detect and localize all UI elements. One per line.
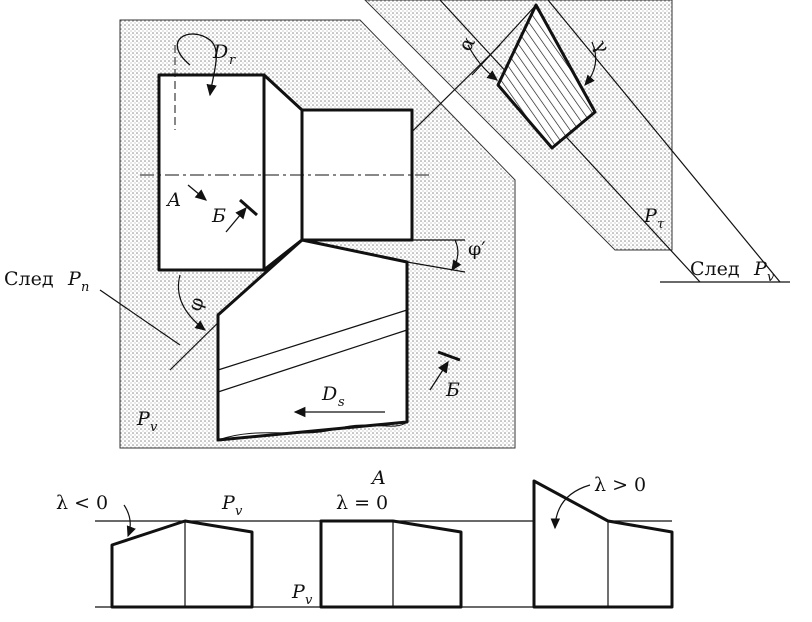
tool-lambda-zero [319,519,463,609]
label-pv-bottom-top-letter: P [221,492,236,514]
b-section-mark-top [239,198,258,217]
trace-line-pv-2 [547,0,781,283]
alpha-arc [467,44,498,81]
label-lambda-neg: λ < 0 [56,492,108,514]
label-b-top: Б [211,205,226,227]
b-section-arrow-top [225,207,247,233]
label-pv-main-letter: P [136,408,151,430]
label-pv-bottom-top-sub: v [235,504,243,519]
label-trace-pn-word: След [4,268,54,290]
label-trace-pn-sub: n [81,280,89,295]
label-ds: D [321,383,337,405]
label-lambda-pos: λ > 0 [594,474,646,496]
label-view-a: A [370,467,386,489]
label-dr-sub: r [229,53,236,68]
phi-arc [177,274,206,331]
trace-line-pv [439,0,701,283]
label-ptau-sub: τ [657,217,665,232]
tool-shank [157,73,266,272]
tool-cutting-edge [263,238,303,272]
label-pv-main-sub: v [150,420,158,435]
label-ds-sub: s [338,395,345,410]
b-section-mark-bottom [437,350,461,362]
alpha-ref-line [471,4,537,76]
workpiece-groove-2 [217,329,408,393]
gamma-arc [584,41,597,86]
label-a-arrow: А [165,189,181,211]
phi-prime-arc [451,239,462,271]
label-trace-pn-letter: P [67,268,82,290]
tool-lambda-negative [110,519,254,609]
tool-lambda-positive [532,479,674,609]
a-view-arrow [187,184,207,201]
lambda-negative-arc [123,504,136,538]
dr-rotation-arrow [176,33,217,97]
lambda-positive-arc [550,484,591,530]
workpiece-break-line [217,421,408,441]
label-phi-prime: φ′ [468,238,486,260]
label-b-bottom: Б [445,379,460,401]
workpiece-groove-1 [217,309,408,371]
label-trace-pv-sub: v [767,270,775,285]
tool-neck [262,73,304,272]
label-pv-bottom-low-sub: v [305,593,313,608]
trace-pn-leader [99,289,181,346]
label-lambda-zero: λ = 0 [336,492,388,514]
tool-section-hatched [496,3,597,150]
label-trace-pv-letter: P [753,258,768,280]
b-section-arrow-bottom [429,360,449,391]
label-pv-bottom-low-letter: P [291,581,306,603]
label-dr: D [212,41,228,63]
label-trace-pv-word: След [690,258,740,280]
label-ptau-letter: P [643,205,658,227]
